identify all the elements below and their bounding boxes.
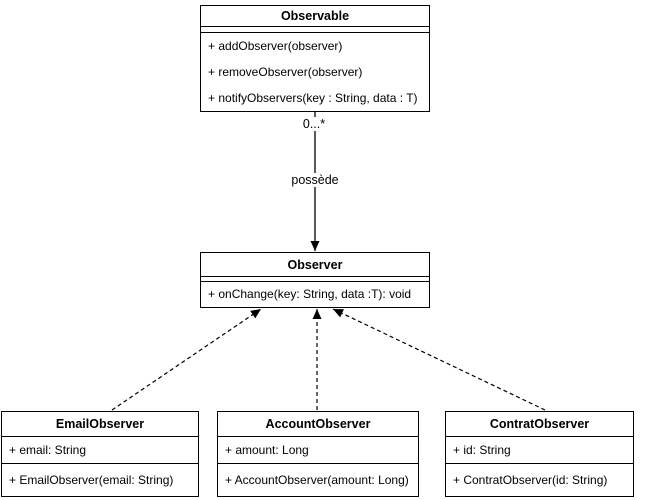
- class-accountobserver-constructor: + AccountObserver(amount: Long): [225, 473, 409, 487]
- class-observable-method-notify: + notifyObservers(key : String, data : T…: [208, 91, 418, 105]
- class-observable-method-remove: + removeObserver(observer): [208, 65, 363, 79]
- class-observable-attributes-empty: [201, 27, 429, 33]
- association-name-label: possède: [288, 173, 342, 187]
- class-observer-method-onchange: + onChange(key: String, data :T): void: [208, 287, 412, 301]
- class-accountobserver-attribute-amount: + amount: Long: [218, 437, 418, 464]
- class-emailobserver-attribute-email: + email: String: [2, 437, 198, 464]
- class-observer-attributes-empty: [201, 277, 429, 282]
- class-observable[interactable]: Observable + addObserver(observer) + rem…: [200, 5, 430, 112]
- edge-contratobserver-observer[interactable]: [332, 308, 546, 411]
- class-accountobserver-name: AccountObserver: [218, 412, 418, 437]
- class-contratobserver[interactable]: ContratObserver + id: String + ContratOb…: [445, 411, 634, 497]
- class-emailobserver-constructor: + EmailObserver(email: String): [9, 473, 174, 487]
- class-contratobserver-constructor: + ContratObserver(id: String): [453, 473, 608, 487]
- edge-emailobserver-observer[interactable]: [111, 308, 262, 411]
- association-multiplicity-label: 0...*: [299, 117, 329, 131]
- class-emailobserver-name: EmailObserver: [2, 412, 198, 437]
- class-observable-method-add: + addObserver(observer): [208, 39, 343, 53]
- class-observable-name: Observable: [201, 6, 429, 27]
- class-observer[interactable]: Observer + onChange(key: String, data :T…: [200, 252, 430, 308]
- class-accountobserver[interactable]: AccountObserver + amount: Long + Account…: [217, 411, 419, 497]
- class-observer-name: Observer: [201, 253, 429, 277]
- class-contratobserver-attribute-id: + id: String: [446, 437, 633, 464]
- class-contratobserver-name: ContratObserver: [446, 412, 633, 437]
- class-emailobserver[interactable]: EmailObserver + email: String + EmailObs…: [1, 411, 199, 497]
